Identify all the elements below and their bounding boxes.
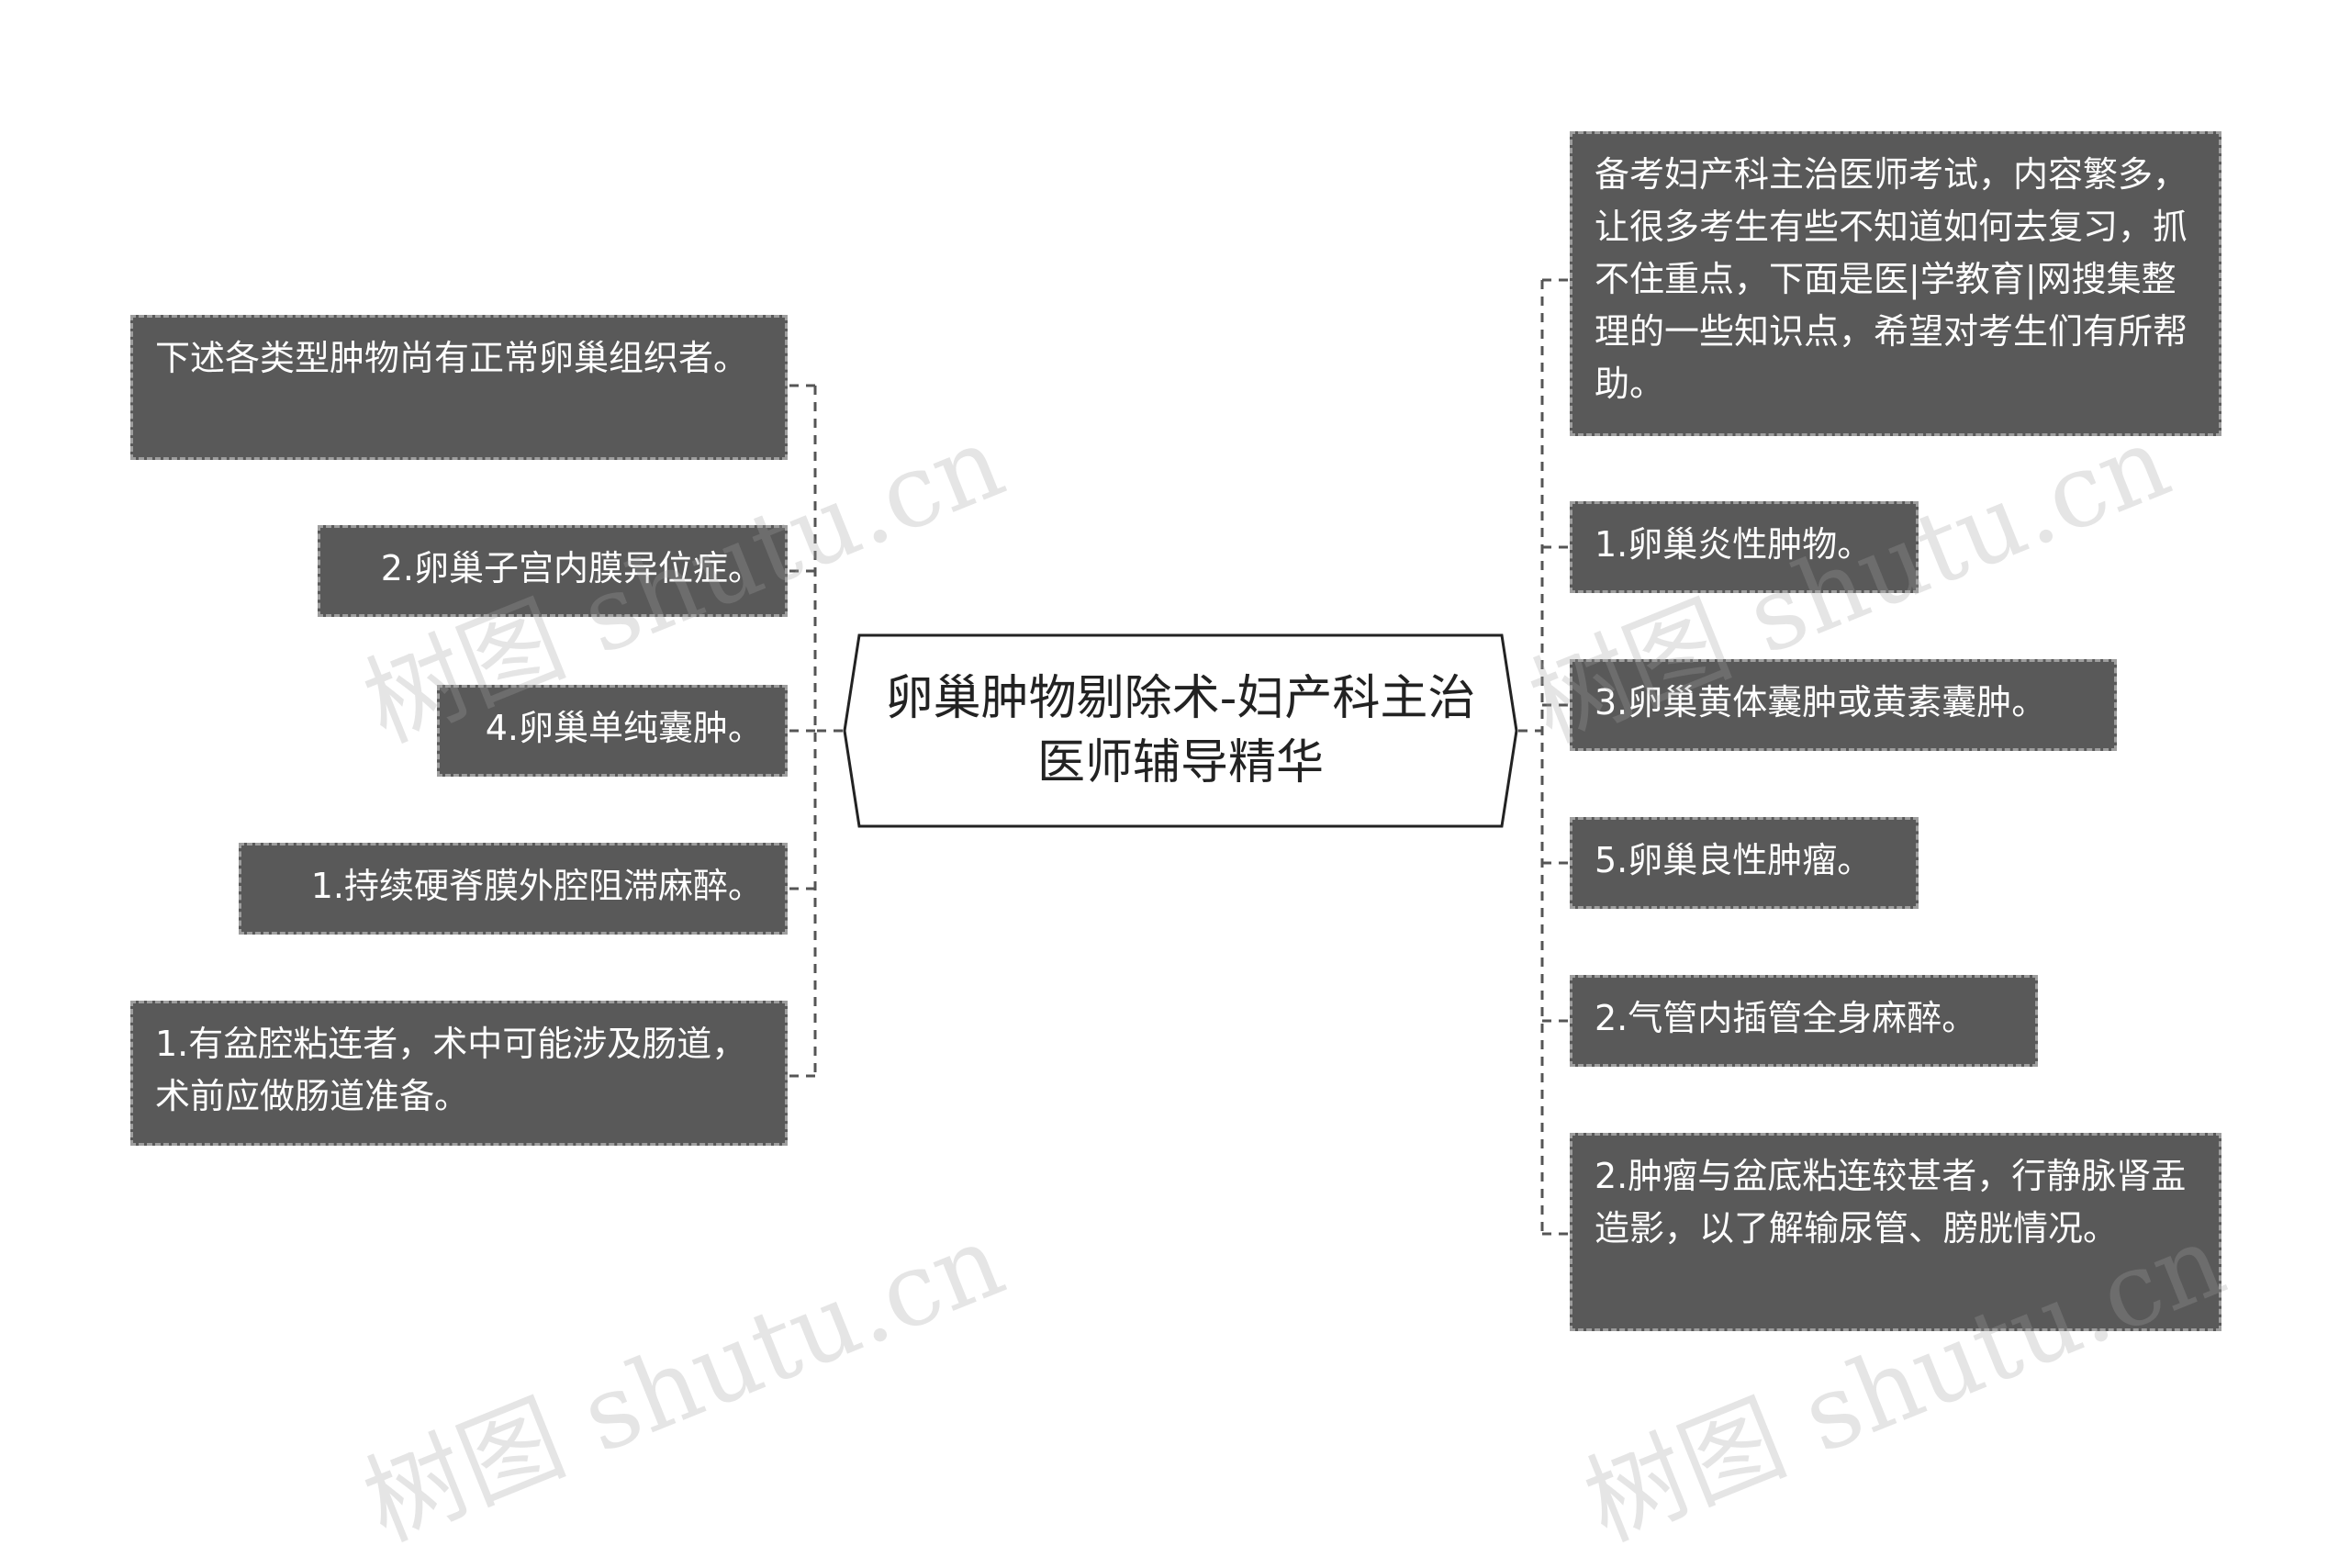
right-node-2-text: 1.卵巢炎性肿物。 [1595, 524, 1873, 565]
left-node-5-text: 1.有盆腔粘连者，术中可能涉及肠道，术前应做肠道准备。 [155, 1024, 747, 1116]
left-node-4[interactable]: 1.持续硬脊膜外腔阻滞麻醉。 [239, 843, 788, 935]
left-node-1-text: 下述各类型肿物尚有正常卵巢组织者。 [155, 338, 749, 378]
left-node-4-text: 1.持续硬脊膜外腔阻滞麻醉。 [310, 866, 763, 906]
central-topic-shape [843, 633, 1518, 828]
right-node-1[interactable]: 备考妇产科主治医师考试，内容繁多，让很多考生有些不知道如何去复习，抓不住重点，下… [1570, 131, 2221, 436]
right-node-6[interactable]: 2.肿瘤与盆底粘连较甚者，行静脉肾盂造影，以了解输尿管、膀胱情况。 [1570, 1133, 2221, 1331]
left-node-3-text: 4.卵巢单纯囊肿。 [485, 708, 763, 748]
mind-map-canvas: 卵巢肿物剔除术-妇产科主治医师辅导精华 下述各类型肿物尚有正常卵巢组织者。 2.… [130, 131, 2240, 1563]
right-node-6-text: 2.肿瘤与盆底粘连较甚者，行静脉肾盂造影，以了解输尿管、膀胱情况。 [1595, 1156, 2187, 1249]
left-node-5[interactable]: 1.有盆腔粘连者，术中可能涉及肠道，术前应做肠道准备。 [130, 1001, 788, 1146]
left-node-3[interactable]: 4.卵巢单纯囊肿。 [437, 685, 788, 777]
right-node-4[interactable]: 5.卵巢良性肿瘤。 [1570, 817, 1919, 909]
left-node-2[interactable]: 2.卵巢子宫内膜异位症。 [318, 525, 788, 617]
right-node-5[interactable]: 2.气管内插管全身麻醉。 [1570, 975, 2038, 1067]
central-topic[interactable]: 卵巢肿物剔除术-妇产科主治医师辅导精华 [843, 633, 1518, 828]
right-node-3[interactable]: 3.卵巢黄体囊肿或黄素囊肿。 [1570, 659, 2117, 751]
right-node-1-text: 备考妇产科主治医师考试，内容繁多，让很多考生有些不知道如何去复习，抓不住重点，下… [1595, 154, 2188, 404]
connector-lines [788, 278, 1570, 1236]
right-node-3-text: 3.卵巢黄体囊肿或黄素囊肿。 [1595, 682, 2047, 722]
right-node-5-text: 2.气管内插管全身麻醉。 [1595, 998, 1977, 1038]
right-node-2[interactable]: 1.卵巢炎性肿物。 [1570, 501, 1919, 593]
left-node-2-text: 2.卵巢子宫内膜异位症。 [380, 548, 763, 588]
right-node-4-text: 5.卵巢良性肿瘤。 [1595, 840, 1873, 880]
central-topic-title: 卵巢肿物剔除术-妇产科主治医师辅导精华 [885, 671, 1476, 790]
left-node-1[interactable]: 下述各类型肿物尚有正常卵巢组织者。 [130, 315, 788, 460]
